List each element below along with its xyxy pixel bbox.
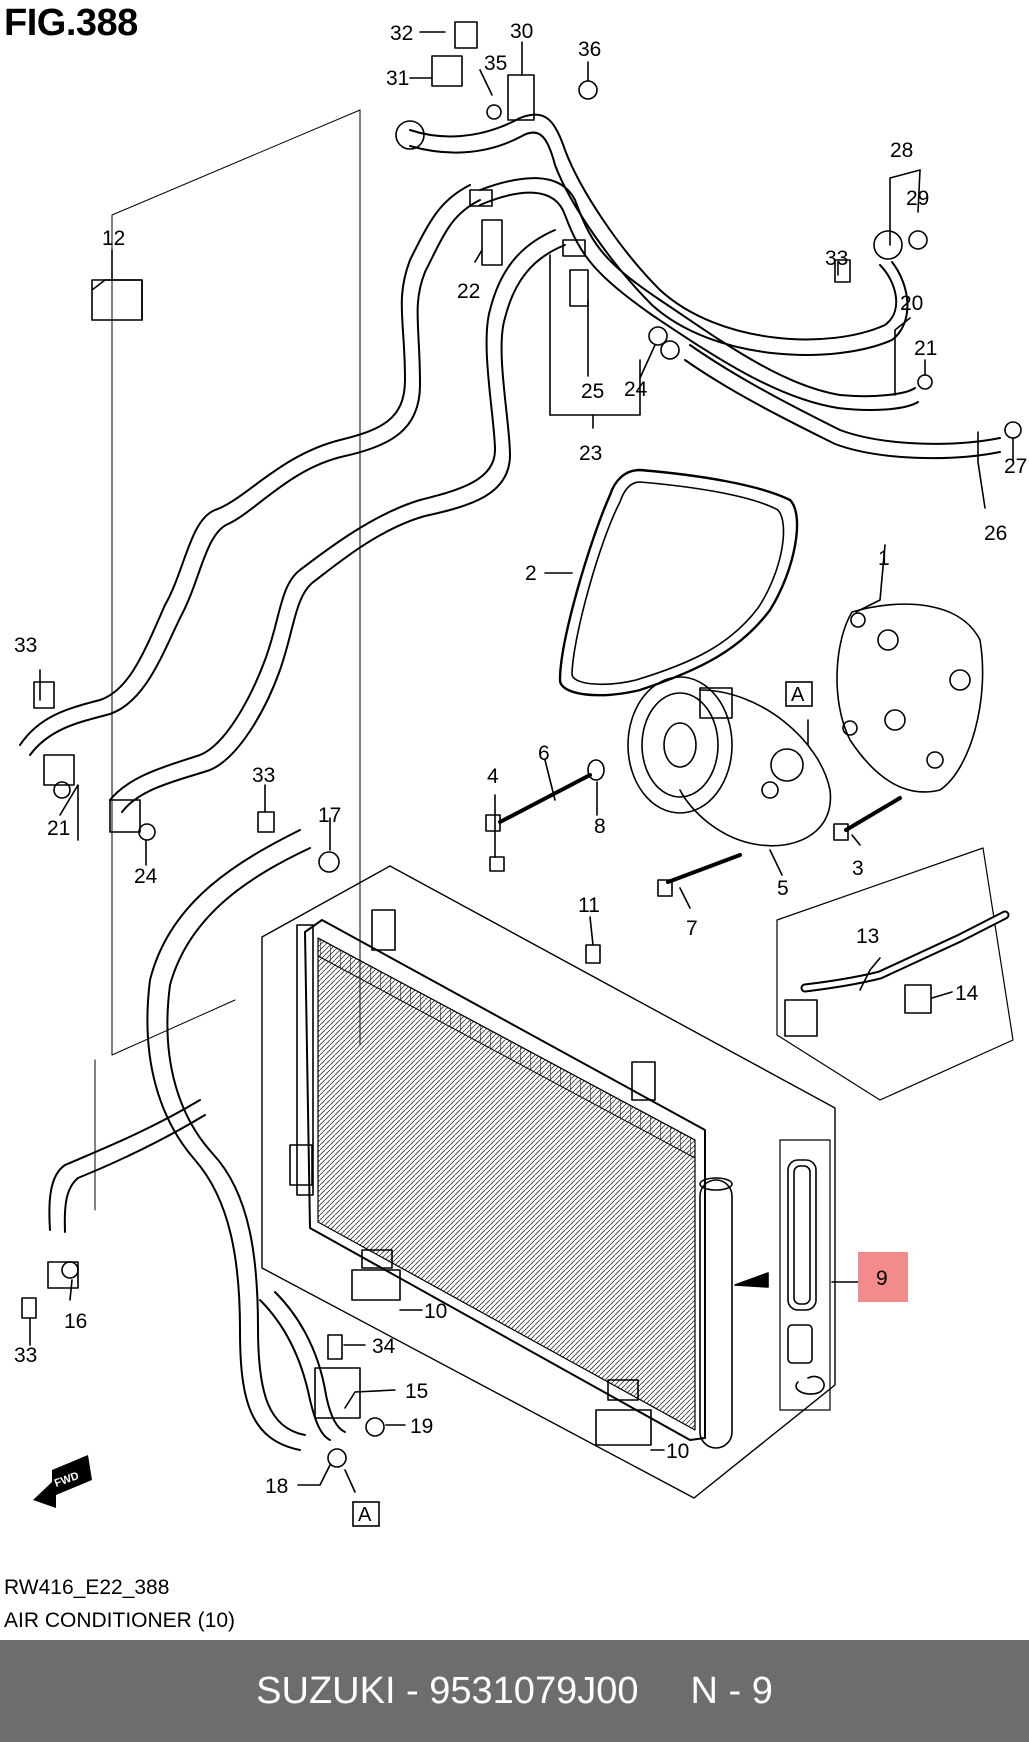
callout-27: 27 <box>1004 455 1027 478</box>
part-info-bar: SUZUKI - 9531079J00 N - 9 <box>0 1640 1029 1742</box>
callout-3: 3 <box>852 857 864 880</box>
callout-19: 19 <box>410 1415 433 1438</box>
callout-12: 12 <box>102 227 125 250</box>
callout-24-top: 24 <box>624 378 648 401</box>
reference-a-bottom: A <box>352 1501 380 1527</box>
callout-33-bottom: 33 <box>14 1344 37 1367</box>
callout-5: 5 <box>777 877 789 900</box>
callout-33-mid: 33 <box>252 764 275 787</box>
callout-25: 25 <box>581 380 604 403</box>
callout-30: 30 <box>510 20 533 43</box>
callout-35: 35 <box>484 52 507 75</box>
callout-20: 20 <box>900 292 923 315</box>
brand-part-number: SUZUKI - 9531079J00 <box>256 1669 639 1712</box>
callout-15: 15 <box>405 1380 428 1403</box>
callout-33-top: 33 <box>825 247 848 270</box>
diagram-name: AIR CONDITIONER (10) <box>4 1609 236 1632</box>
svg-text:A: A <box>791 684 805 706</box>
parts-diagram: FWD A A 1 2 3 4 5 6 7 8 9 10 10 11 12 13… <box>14 20 1027 1527</box>
callout-4: 4 <box>487 765 499 788</box>
diagram-position: N - 9 <box>690 1669 773 1712</box>
callout-1: 1 <box>878 547 890 570</box>
callout-8: 8 <box>594 815 606 838</box>
callout-28: 28 <box>890 139 913 162</box>
callout-34: 34 <box>372 1335 396 1358</box>
callout-21-left: 21 <box>47 817 70 840</box>
reference-a-top: A <box>785 681 813 707</box>
callout-18: 18 <box>265 1475 288 1498</box>
callout-36: 36 <box>578 38 601 61</box>
callout-14: 14 <box>955 982 979 1005</box>
callout-32: 32 <box>390 22 413 45</box>
callout-6: 6 <box>538 742 550 765</box>
callout-26: 26 <box>984 522 1007 545</box>
figure-title: FIG.388 <box>4 2 138 44</box>
callout-29: 29 <box>906 187 929 210</box>
diagram-code: RW416_E22_388 <box>4 1576 170 1599</box>
callout-16: 16 <box>64 1310 87 1333</box>
highlight-box <box>858 1252 908 1302</box>
callout-17: 17 <box>318 804 341 827</box>
callout-22: 22 <box>457 280 480 303</box>
callout-31: 31 <box>386 67 409 90</box>
callout-2: 2 <box>525 562 537 585</box>
callout-11: 11 <box>578 894 600 917</box>
callout-33-left: 33 <box>14 634 37 657</box>
callout-13: 13 <box>856 925 879 948</box>
callout-10-left: 10 <box>424 1300 447 1323</box>
callout-7: 7 <box>686 917 698 940</box>
callout-21-right: 21 <box>914 337 937 360</box>
callout-24-left: 24 <box>134 865 158 888</box>
svg-text:A: A <box>358 1504 372 1526</box>
fwd-arrow-icon: FWD <box>33 1455 92 1508</box>
callout-9: 9 <box>876 1267 888 1290</box>
callout-23: 23 <box>579 442 602 465</box>
callout-10-right: 10 <box>666 1440 689 1463</box>
